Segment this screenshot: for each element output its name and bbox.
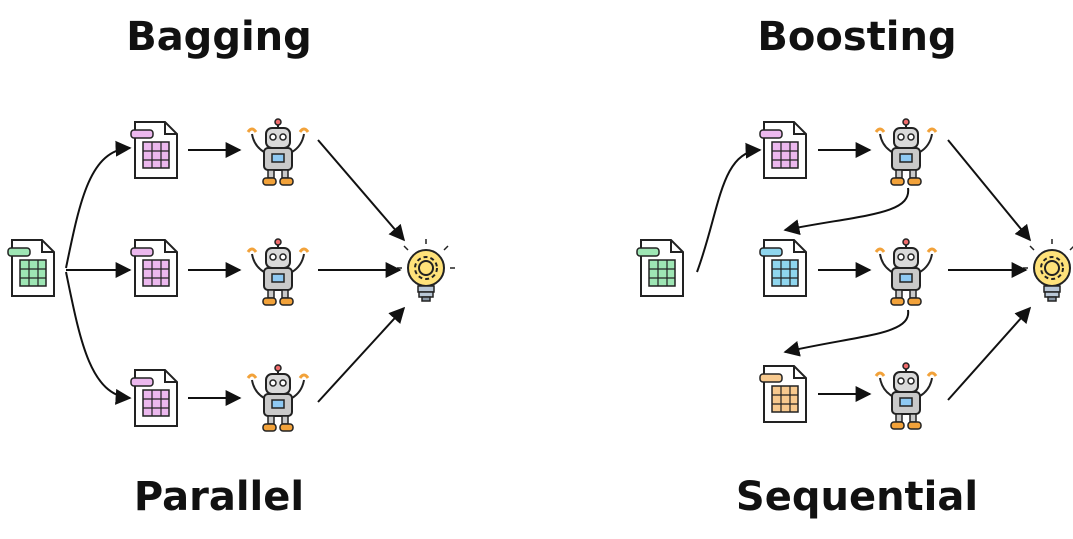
bagging-arrows	[65, 139, 406, 406]
boosting-subtitle: Sequential	[735, 474, 979, 520]
bagging-robot-3	[246, 363, 310, 433]
boosting-sample-2	[759, 239, 807, 297]
bagging-sample-3	[130, 369, 178, 427]
boosting-bulb-icon	[1022, 238, 1073, 302]
boosting-arrows	[696, 139, 1032, 402]
bagging-robot-2	[246, 237, 310, 307]
boosting-robot-2	[874, 237, 938, 307]
boosting-source-dataset	[636, 239, 684, 297]
boosting-robot-1	[874, 117, 938, 187]
bagging-sample-2	[130, 239, 178, 297]
boosting-robot-3	[874, 361, 938, 431]
bagging-robot-1	[246, 117, 310, 187]
bagging-title: Bagging	[126, 14, 312, 60]
boosting-sample-3	[759, 365, 807, 423]
bagging-sample-1	[130, 121, 178, 179]
bagging-subtitle: Parallel	[133, 474, 305, 520]
boosting-sample-1	[759, 121, 807, 179]
bagging-bulb-icon	[396, 238, 456, 302]
boosting-title: Boosting	[757, 14, 957, 60]
bagging-source-dataset	[7, 239, 55, 297]
